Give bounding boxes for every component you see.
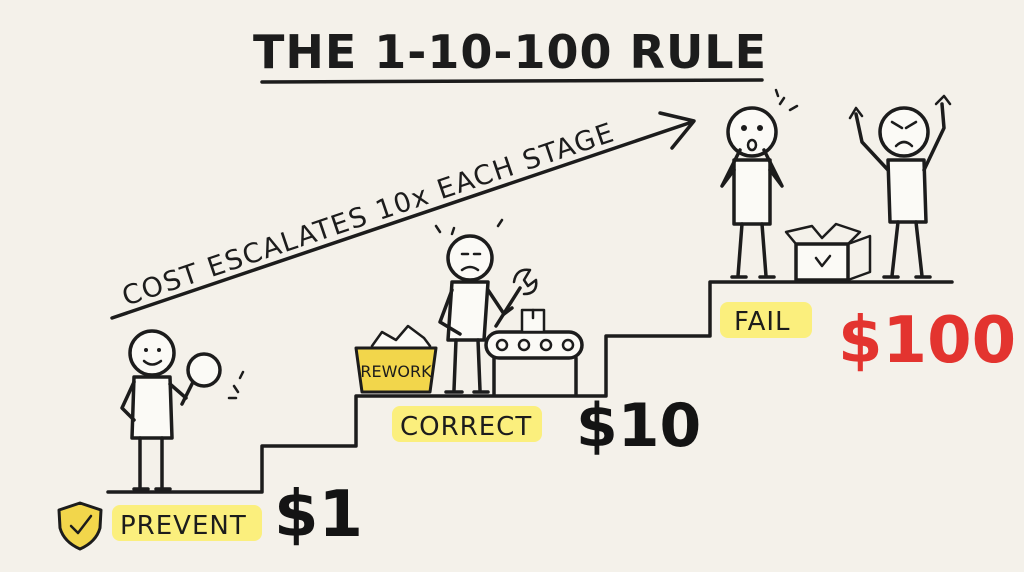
shield-check-icon <box>57 501 103 551</box>
rework-bin: REWORK <box>354 324 438 394</box>
stage-prevent: PREVENT $1 <box>57 329 363 552</box>
stage-correct: REWORK <box>354 218 701 461</box>
diagram-title: THE 1-10-100 RULE <box>253 25 767 79</box>
conveyor-belt-icon <box>484 308 584 396</box>
worker-figure <box>434 218 514 394</box>
stage-label-correct: CORRECT <box>400 412 532 442</box>
shocked-figure <box>720 88 799 279</box>
title-group: THE 1-10-100 RULE <box>253 25 767 84</box>
correct-highlight <box>392 406 542 442</box>
bin-label: REWORK <box>360 362 432 381</box>
escalation-arrow: COST ESCALATES 10x EACH STAGE <box>110 111 696 320</box>
stage-fail: FAIL $100 <box>720 88 1016 378</box>
prevent-highlight <box>112 505 262 541</box>
staircase <box>106 280 954 494</box>
stage-cost-prevent: $1 <box>274 478 363 552</box>
stage-cost-fail: $100 <box>838 304 1016 378</box>
stage-cost-correct: $10 <box>576 391 701 461</box>
stage-label-fail: FAIL <box>734 307 791 337</box>
arrow-label: COST ESCALATES 10x EACH STAGE <box>118 117 618 312</box>
wrench-icon <box>494 268 538 328</box>
magnifying-glass-icon <box>180 352 245 406</box>
fail-highlight <box>720 302 812 338</box>
broken-box-icon <box>784 222 872 282</box>
stage-label-prevent: PREVENT <box>120 511 247 541</box>
inspector-figure <box>120 329 188 491</box>
title-underline <box>260 78 764 84</box>
box-icon <box>520 308 546 334</box>
angry-figure <box>848 94 952 279</box>
